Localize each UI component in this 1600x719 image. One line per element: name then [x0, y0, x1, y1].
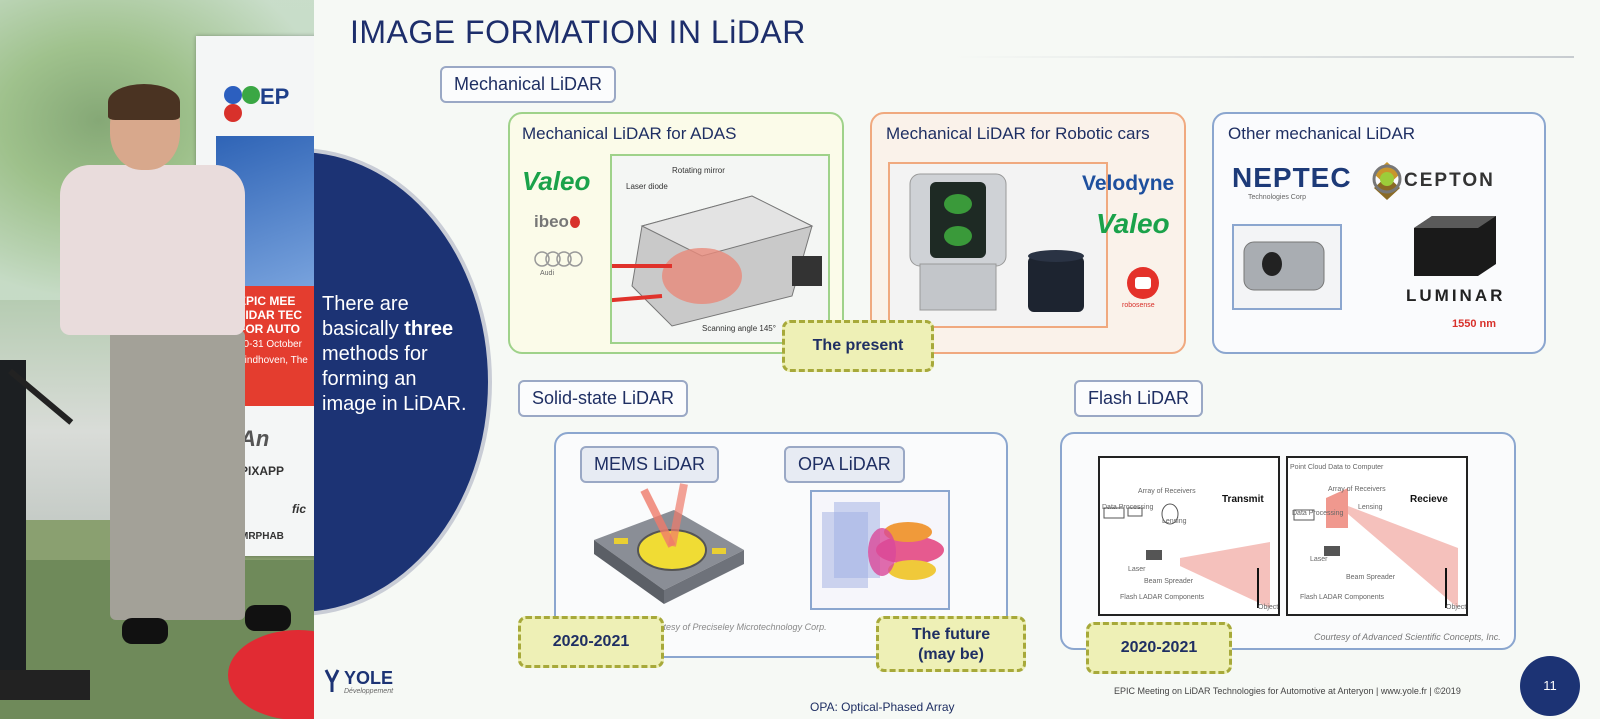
flash-label-components-receive: Flash LADAR Components [1300, 594, 1385, 601]
opa-image [810, 490, 950, 610]
flash-label-beam-receive: Beam Spreader [1346, 574, 1396, 581]
flash-label-array: Array of Receivers [1138, 488, 1196, 495]
mems-credit: Courtesy of Preciseley Microtechnology C… [644, 622, 827, 632]
adas-lidar-device-icon [601, 195, 822, 327]
flash-label-object: Object [1258, 604, 1279, 611]
banner-logo: EP [260, 84, 290, 109]
circle-text-pre: There are basically [322, 293, 409, 340]
neptec-subtitle: Technologies Corp [1248, 194, 1306, 201]
transmit-diagram-icon [1103, 503, 1270, 608]
receive-diagram-icon [1293, 488, 1458, 608]
cepton-logo: CEPTON [1404, 170, 1495, 191]
the-future-tag: The future (may be) [876, 616, 1026, 672]
yole-logo-sub: Développement [344, 688, 394, 695]
callout-rotating-mirror: Rotating mirror [672, 166, 725, 175]
adas-title: Mechanical LiDAR for ADAS [522, 124, 737, 143]
flash-label-point-cloud: Point Cloud Data to Computer [1290, 464, 1384, 471]
flash-label-lensing: Lensing [1162, 518, 1187, 525]
opa-beam-pattern-icon [822, 502, 944, 588]
sponsor-2: PIXAPP [240, 464, 285, 478]
velodyne-devices-icon [909, 173, 1084, 312]
future-line2: (may be) [918, 646, 984, 663]
transmit-label: Transmit [1222, 494, 1264, 505]
circle-text-post: methods for forming an image in LiDAR. [322, 343, 467, 415]
yole-emblem-icon [324, 669, 340, 692]
luminar-device-icon [1414, 216, 1496, 276]
robotic-title: Mechanical LiDAR for Robotic cars [886, 124, 1150, 143]
title-underline [954, 56, 1574, 58]
banner-dates: 30-31 October Eindhoven, The [238, 339, 308, 366]
mechanical-lidar-tag: Mechanical LiDAR [440, 66, 617, 103]
solid-year-tag: 2020-2021 [518, 616, 664, 668]
red-carpet-circle [228, 630, 330, 719]
robosense-label: robosense [1122, 302, 1155, 309]
yole-logo: YOLE [344, 668, 394, 688]
flash-label-data-receive: Data Processing [1292, 510, 1344, 517]
future-line1: The future [911, 626, 991, 643]
opa-lidar-tag: OPA LiDAR [784, 446, 905, 483]
page-number: 11 [1520, 656, 1580, 716]
recieve-label: Recieve [1410, 494, 1448, 505]
sponsor-4: MRPHAB [240, 531, 284, 542]
solid-state-lidar-tag: Solid-state LiDAR [518, 380, 689, 417]
mems-chip-icon [594, 483, 744, 604]
speaker-hair [108, 84, 180, 120]
podium-base [0, 670, 90, 700]
valeo-logo-robotic: Valeo [1096, 208, 1170, 239]
speaker-shoe-right [245, 605, 291, 631]
flash-lidar-tag: Flash LiDAR [1074, 380, 1204, 417]
flash-label-data: Data Processing [1102, 504, 1154, 511]
flash-label-lensing-receive: Lensing [1358, 504, 1383, 511]
adas-lidar-image [601, 154, 830, 344]
speaker-shoe-left [122, 618, 168, 644]
speaker-photo: EP EPIC MEE LIDAR TEC FOR AUTO 30-31 Oct… [0, 0, 330, 719]
opa-footnote: OPA: Optical-Phased Array [810, 700, 955, 714]
flash-label-beam: Beam Spreader [1144, 578, 1194, 585]
valeo-logo: Valeo [522, 166, 591, 196]
banner-headline-text: EPIC MEE LIDAR TEC FOR AUTO [238, 294, 302, 336]
logo-dot-green [242, 86, 260, 104]
cepton-emblem-icon [1372, 164, 1402, 194]
flash-label-object-receive: Object [1446, 604, 1467, 611]
velodyne-logo: Velodyne [1082, 172, 1175, 195]
logo-dot-red [224, 104, 242, 122]
circle-text: There are basically three methods for fo… [322, 292, 472, 417]
audi-rings-icon [534, 251, 583, 267]
sponsor-3: fic [292, 502, 307, 516]
the-present-tag: The present [782, 320, 934, 372]
mems-lidar-tag: MEMS LiDAR [580, 446, 720, 483]
flash-label-laser: Laser [1128, 566, 1146, 573]
audi-label: Audi [540, 270, 555, 277]
ibeo-logo: ibeo [534, 212, 569, 231]
flash-label-laser-receive: Laser [1310, 556, 1328, 563]
slide-title: IMAGE FORMATION IN LiDAR [350, 14, 806, 50]
robosense-icon [1127, 267, 1159, 299]
flash-credit: Courtesy of Advanced Scientific Concepts… [1314, 632, 1501, 642]
ibeo-dot [570, 216, 580, 228]
wavelength-label: 1550 nm [1452, 318, 1497, 330]
circle-text-bold: three [404, 318, 454, 340]
callout-laser-diode: Laser diode [626, 182, 668, 191]
transmit-diagram [1098, 456, 1280, 616]
speaker-pants [110, 330, 245, 620]
neptec-device-image [1232, 224, 1342, 310]
other-title: Other mechanical LiDAR [1228, 124, 1416, 143]
neptec-device-icon [1243, 241, 1325, 291]
podium [0, 360, 26, 700]
flash-label-components: Flash LADAR Components [1120, 594, 1205, 601]
callout-scanning-angle: Scanning angle 145° [702, 324, 776, 333]
luminar-logo: LUMINAR [1406, 286, 1506, 305]
presentation-slide: IMAGE FORMATION IN LiDAR There are basic… [314, 0, 1600, 719]
speaker-shirt [60, 165, 245, 335]
flash-year-tag: 2020-2021 [1086, 622, 1232, 674]
event-footer: EPIC Meeting on LiDAR Technologies for A… [1114, 686, 1461, 696]
robotic-lidar-image [888, 162, 1108, 328]
flash-label-array-receive: Array of Receivers [1328, 486, 1386, 493]
logo-dot-blue [224, 86, 242, 104]
receive-diagram [1286, 456, 1468, 616]
neptec-logo: NEPTEC [1232, 162, 1352, 193]
